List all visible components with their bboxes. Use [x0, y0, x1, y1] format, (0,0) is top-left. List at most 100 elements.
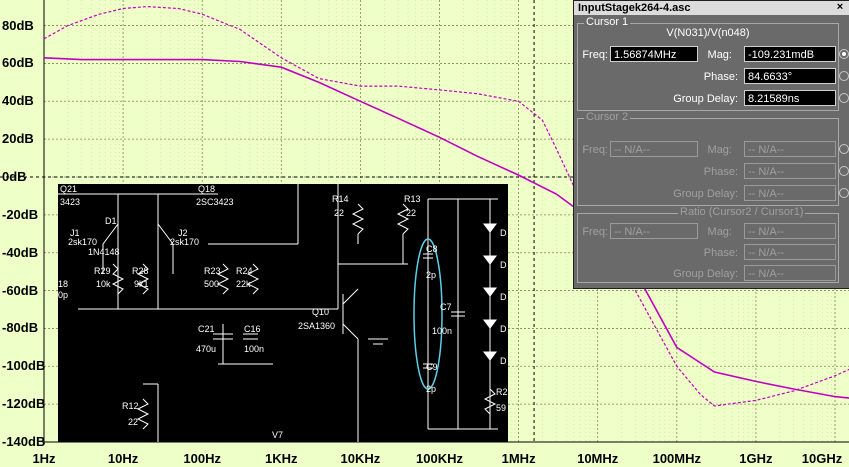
y-tick-label: -100dB — [2, 358, 46, 374]
ratio-label: Ratio (Cursor2 / Cursor1) — [678, 206, 806, 218]
cursor1-gd-radio[interactable] — [839, 93, 849, 103]
schematic-label: 3423 — [60, 197, 81, 207]
schematic-label: C8 — [426, 244, 438, 254]
schematic-label: D1 — [105, 216, 117, 226]
schematic-label: 2SA1360 — [298, 321, 336, 331]
schematic-label: D — [500, 228, 507, 238]
schematic-label: 2sk170 — [170, 237, 200, 247]
cursor2-mag-label: Mag: — [707, 144, 732, 156]
series-line-2 — [43, 5, 849, 407]
cursor1-gd-field[interactable]: 8.21589ns — [744, 90, 836, 106]
ratio-group: Ratio (Cursor2 / Cursor1) Freq: -- N/A--… — [577, 206, 839, 283]
cursor2-gd-field[interactable]: -- N/A-- — [744, 185, 836, 201]
schematic-label: 470u — [196, 344, 217, 354]
x-tick-label: 1MHz — [501, 451, 536, 466]
schematic-label: R24 — [236, 266, 253, 276]
cursor2-phase-label: Phase: — [703, 166, 738, 178]
x-tick-label: 1GHz — [739, 451, 773, 466]
x-tick-label: 1Hz — [32, 451, 56, 466]
ratio-freq-field[interactable]: -- N/A-- — [610, 223, 698, 239]
schematic-label: 9k1 — [134, 279, 149, 289]
schematic-label: J2 — [178, 228, 188, 238]
cursor1-expression: V(N031)/V(n048) — [666, 27, 750, 39]
schematic-label: 2p — [426, 384, 437, 394]
schematic-label: R28 — [132, 266, 149, 276]
schematic-label: C16 — [244, 324, 261, 334]
schematic-label: 500 — [204, 279, 220, 289]
cursor-dialog[interactable]: InputStagek264-4.asc Cursor 1 V(N031)/V(… — [573, 0, 849, 289]
schematic-label: 2p — [426, 270, 437, 280]
cursor2-freq-field[interactable]: -- N/A-- — [610, 141, 698, 157]
cursor2-phase-radio[interactable] — [839, 166, 849, 176]
x-tick-label: 100KHz — [416, 451, 463, 466]
schematic-label: J1 — [70, 228, 80, 238]
x-tick-label: 10GHz — [801, 451, 843, 466]
y-tick-label: -60dB — [2, 282, 39, 298]
cursor1-freq-field[interactable]: 1.56874MHz — [610, 46, 698, 62]
schematic-label: 22 — [406, 208, 417, 218]
cursor1-phase-radio[interactable] — [839, 71, 849, 81]
schematic-label: D — [500, 260, 507, 270]
x-tick-label: 10Hz — [107, 451, 139, 466]
schematic-label: C7 — [440, 302, 452, 312]
close-icon[interactable]: × — [832, 1, 848, 14]
series-line-1 — [43, 57, 849, 399]
dialog-title[interactable]: InputStagek264-4.asc — [574, 1, 849, 15]
ratio-gd-field[interactable]: -- N/A-- — [744, 265, 836, 281]
schematic-label: 100n — [432, 326, 453, 336]
y-tick-label: 40dB — [2, 93, 34, 109]
cursor1-mag-label: Mag: — [707, 49, 732, 61]
y-tick-label: -120dB — [2, 396, 46, 412]
schematic-label: R12 — [122, 401, 139, 411]
y-tick-label: 80dB — [2, 17, 34, 33]
y-tick-label: 60dB — [2, 55, 34, 71]
schematic-wires — [58, 184, 498, 442]
schematic-label: R23 — [204, 266, 221, 276]
schematic-label: 22k — [236, 279, 251, 289]
y-tick-label: 0dB — [2, 169, 27, 184]
schematic-label: R29 — [94, 266, 111, 276]
ratio-gd-label: Group Delay: — [673, 268, 738, 280]
x-tick-label: 1KHz — [265, 451, 298, 466]
ratio-phase-field[interactable]: -- N/A-- — [744, 244, 836, 260]
schematic-label: 22 — [334, 208, 345, 218]
schematic-label: 18 — [58, 279, 69, 289]
ratio-mag-label: Mag: — [707, 226, 732, 238]
cursor2-mag-field[interactable]: -- N/A-- — [744, 141, 836, 157]
cursor2-group: Cursor 2 Freq: -- N/A-- Mag: -- N/A-- Ph… — [577, 111, 839, 206]
schematic-label: C21 — [198, 324, 215, 334]
y-tick-label: -140dB — [2, 434, 46, 449]
cursor2-phase-field[interactable]: -- N/A-- — [744, 163, 836, 179]
y-tick-label: 20dB — [2, 131, 34, 147]
schematic-label: D — [500, 292, 507, 302]
cursor1-mag-radio[interactable] — [839, 49, 849, 59]
cursor1-mag-field[interactable]: -109.231mdB — [744, 46, 836, 62]
cursor2-label: Cursor 2 — [584, 111, 631, 123]
x-tick-label: 100MHz — [652, 451, 702, 466]
cursor1-phase-field[interactable]: 84.6633° — [744, 68, 836, 84]
schematic-label: Q10 — [312, 307, 330, 317]
cursor2-gd-radio[interactable] — [839, 188, 849, 198]
y-tick-label: -40dB — [2, 244, 39, 260]
x-tick-label: 100Hz — [183, 451, 221, 466]
cursor2-gd-label: Group Delay: — [673, 188, 738, 200]
cursor2-freq-label: Freq: — [582, 144, 608, 156]
schematic-label: V7 — [272, 430, 284, 440]
ratio-mag-field[interactable]: -- N/A-- — [744, 223, 836, 239]
schematic-label: 22 — [128, 417, 139, 427]
schematic-label: Q18 — [198, 184, 216, 194]
y-tick-label: -80dB — [2, 320, 39, 336]
cursor2-mag-radio[interactable] — [839, 144, 849, 154]
cursor1-freq-label: Freq: — [582, 49, 608, 61]
schematic-label: C9 — [426, 362, 438, 372]
ratio-phase-label: Phase: — [703, 247, 738, 259]
schematic-label: 1N4148 — [88, 247, 120, 257]
schematic-label: 10k — [96, 279, 111, 289]
schematic-label: R2 — [496, 387, 508, 397]
schematic-label: 100n — [244, 344, 265, 354]
schematic-label: 0p — [58, 290, 69, 300]
schematic-label: D — [500, 356, 507, 366]
schematic-label: D — [500, 324, 507, 334]
schematic-label: 59 — [496, 403, 507, 413]
